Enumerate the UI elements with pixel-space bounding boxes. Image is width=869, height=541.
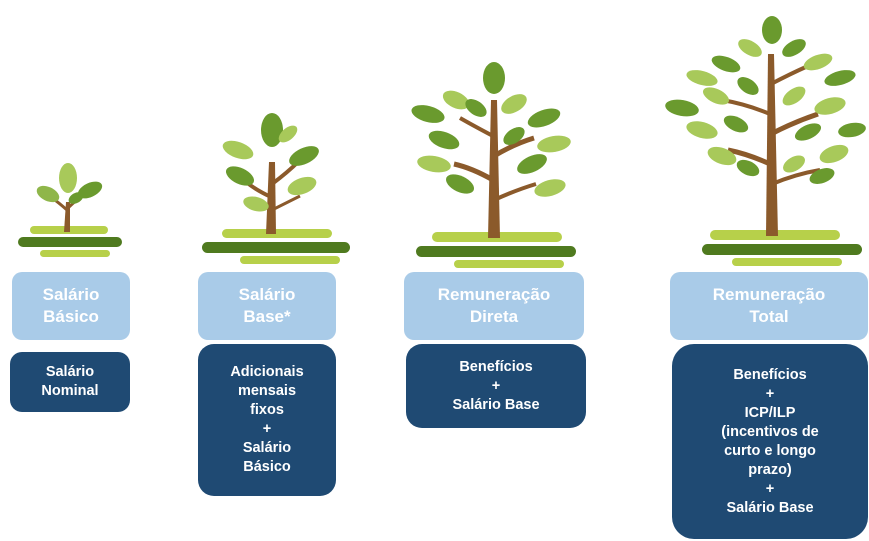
stage-label-line: Base* — [243, 307, 291, 326]
stage-label-line: Salário — [42, 285, 100, 304]
description-line: Benefícios — [733, 366, 807, 383]
tree-young-icon — [411, 62, 576, 268]
stage-label-remuneracao-total: Remuneração Total — [670, 272, 868, 340]
stage-description-adicionais-mensais: Adicionais mensais fixos + Salário Básic… — [198, 344, 336, 496]
stage-description-remuneracao-total: Benefícios + ICP/ILP (incentivos de curt… — [672, 344, 868, 539]
description-line: curto e longo — [724, 442, 816, 459]
tree-sapling-icon — [202, 113, 350, 264]
stage-description-beneficios-salario-base: Benefícios + Salário Base — [406, 344, 586, 428]
description-line: mensais — [237, 383, 297, 399]
description-line: Benefícios — [459, 358, 533, 375]
description-line: Salário — [45, 364, 95, 380]
description-line: Salário — [242, 440, 292, 456]
description-line: Salário Base — [726, 499, 814, 516]
description-line: Nominal — [41, 383, 99, 399]
tree-seedling-icon — [18, 163, 122, 257]
tree-mature-icon — [665, 16, 866, 266]
description-line: + — [491, 377, 501, 394]
stage-label-salario-basico: Salário Básico — [12, 272, 130, 340]
description-line: Adicionais — [230, 364, 304, 380]
description-line: + — [765, 385, 775, 402]
description-line: Salário Base — [452, 396, 540, 413]
stage-description-salario-nominal: Salário Nominal — [10, 352, 130, 412]
description-line: ICP/ILP — [744, 404, 796, 421]
description-line: + — [765, 480, 775, 497]
stage-label-line: Total — [749, 307, 789, 326]
stage-label-line: Salário — [238, 285, 296, 304]
description-line: + — [262, 421, 272, 437]
description-line: fixos — [250, 402, 284, 418]
description-line: Básico — [243, 459, 291, 475]
stage-label-line: Remuneração — [712, 285, 826, 304]
stage-label-line: Remuneração — [437, 285, 551, 304]
stage-label-salario-base: Salário Base* — [198, 272, 336, 340]
description-line: prazo) — [748, 461, 792, 478]
stage-label-line: Direta — [469, 307, 519, 326]
description-line: (incentivos de — [721, 423, 819, 440]
stage-label-line: Básico — [43, 307, 99, 326]
stage-label-remuneracao-direta: Remuneração Direta — [404, 272, 584, 340]
